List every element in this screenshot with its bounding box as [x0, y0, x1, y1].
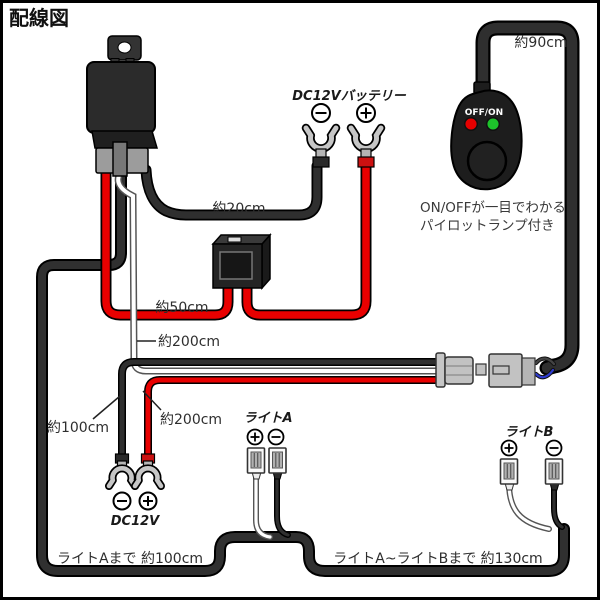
tap-positive-wire: [144, 376, 445, 462]
fuse-window: [219, 251, 253, 280]
spade-connector: [246, 447, 266, 480]
spade-connector: [268, 447, 287, 480]
light-b-plus-icon: [500, 439, 518, 457]
length-power: 約50cm: [155, 300, 208, 316]
tap-negative-wire: [118, 358, 445, 462]
ground-wire: [140, 160, 323, 221]
relay-mount-hole: [117, 41, 132, 54]
switch-caption-line2: パイロットランプ付き: [420, 218, 555, 234]
light-b-label: ライトB: [505, 425, 554, 440]
fuse-holder: [211, 233, 272, 290]
fuse-slot: [227, 236, 242, 243]
light-a-label: ライトA: [243, 411, 292, 426]
relay-power-wire: [100, 164, 234, 321]
connector-pin: [475, 363, 487, 376]
relay: [86, 35, 159, 177]
tap-plus-icon: [138, 491, 158, 511]
battery-minus-icon: [311, 103, 331, 123]
spade-connector: [544, 458, 564, 491]
note-to-light-a: ライトAまで 約100cm: [57, 551, 203, 567]
pilot-lamp-green: [485, 116, 501, 132]
trunk-output-wire: [36, 169, 570, 577]
tap-positive-pointer: [142, 390, 162, 411]
switch-label: OFF/ON: [465, 108, 503, 118]
light-b-minus-icon: [545, 439, 563, 457]
switch-cable: [475, 20, 580, 376]
tap-negative-pointer: [92, 395, 121, 420]
connector-pigtails: [533, 356, 557, 380]
connector-male: [444, 356, 474, 385]
light-a-connectors: ライトA: [243, 411, 293, 480]
spade-connector: [499, 458, 519, 491]
tap-terminal-negative: [105, 453, 139, 490]
fuse-battery-wire: [241, 160, 372, 321]
switch-caption-line1: ON/OFFが一目でわかる: [420, 200, 566, 216]
pilot-lamp-red: [463, 116, 479, 132]
light-a-pigtails: [253, 469, 291, 540]
length-switch-cable: 約90cm: [514, 35, 567, 51]
battery-terminal-positive: [346, 123, 386, 168]
power-switch: OFF/ON: [450, 81, 523, 191]
battery-terminal-negative: [301, 123, 341, 168]
light-a-plus-icon: [246, 428, 264, 446]
note-light-a-to-b: ライトA~ライトBまで 約130cm: [333, 551, 542, 567]
battery-plus-icon: [356, 103, 376, 123]
tap-label: DC12V: [111, 514, 160, 529]
light-b-connectors: ライトB: [499, 425, 564, 491]
page-title: 配線図: [9, 6, 69, 30]
length-trigger: 約200cm: [158, 334, 220, 350]
inline-connector: [435, 352, 536, 388]
light-a-minus-icon: [267, 428, 285, 446]
relay-body: [86, 61, 156, 134]
tap-terminal-positive: [131, 453, 165, 490]
length-tap-positive: 約200cm: [160, 412, 222, 428]
length-tap-negative: 約100cm: [47, 420, 109, 436]
length-ground: 約20cm: [212, 201, 265, 217]
tap-minus-icon: [112, 491, 132, 511]
switch-button: [466, 140, 508, 182]
battery-label: DC12Vバッテリー: [292, 89, 406, 104]
